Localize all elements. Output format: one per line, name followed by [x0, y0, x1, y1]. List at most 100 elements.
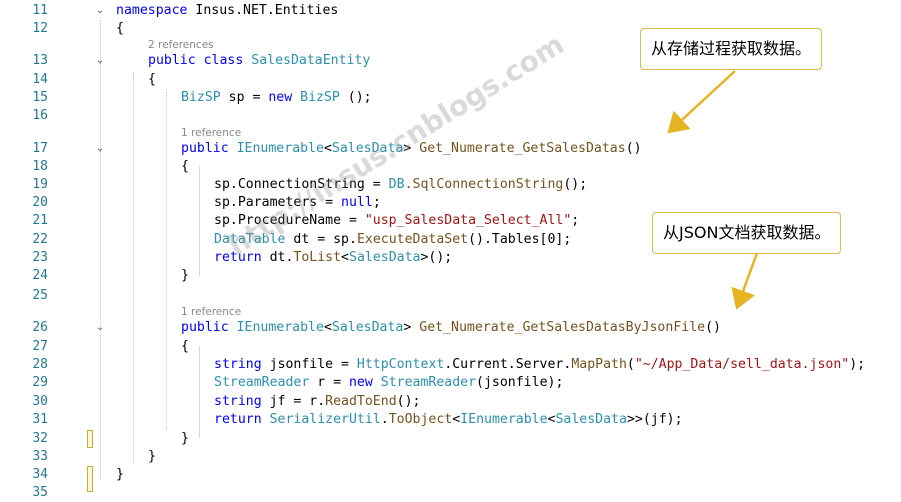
- code-token: SalesData: [349, 250, 421, 265]
- codelens-references[interactable]: 2 references: [148, 39, 214, 51]
- code-line[interactable]: {: [148, 71, 156, 89]
- code-token: );: [849, 357, 866, 372]
- code-token: null: [341, 195, 373, 210]
- code-token: ExecuteDataSet: [356, 232, 469, 247]
- code-token: <: [323, 141, 332, 156]
- line-number: 27: [32, 339, 48, 354]
- code-token: }: [148, 449, 156, 464]
- collapse-chevron-icon[interactable]: ⌄: [95, 5, 105, 16]
- code-token: ().Tables[0];: [468, 232, 572, 247]
- indent-guide: [199, 166, 200, 276]
- annotation-arrows: [667, 70, 759, 310]
- code-token: ReadToEnd: [325, 394, 397, 409]
- collapse-chevron-icon[interactable]: ⌄: [95, 322, 105, 333]
- code-token: public: [181, 141, 229, 156]
- code-token: return: [214, 412, 262, 427]
- code-token: ;: [372, 195, 381, 210]
- code-line[interactable]: BizSP sp = new BizSP ();: [181, 89, 372, 107]
- change-marker: [87, 430, 93, 448]
- code-token: <: [323, 320, 332, 335]
- code-token: >: [403, 141, 420, 156]
- code-token: StreamReader: [380, 375, 477, 390]
- code-token: jsonfile =: [261, 357, 357, 372]
- code-line[interactable]: return dt.ToList<SalesData>();: [214, 249, 452, 267]
- code-line[interactable]: {: [116, 20, 124, 38]
- code-token: Insus.NET.Entities: [187, 3, 339, 18]
- code-line[interactable]: namespace Insus.NET.Entities: [116, 2, 338, 20]
- code-token: }: [181, 268, 189, 283]
- line-number: 18: [32, 159, 48, 174]
- collapse-chevron-icon[interactable]: ⌄: [95, 143, 105, 154]
- code-token: ();: [563, 177, 588, 192]
- line-number: 19: [32, 177, 48, 192]
- code-token: HttpContext: [356, 357, 445, 372]
- codelens-references[interactable]: 1 reference: [181, 127, 242, 139]
- code-line[interactable]: sp.ProcedureName = "usp_SalesData_Select…: [214, 212, 579, 230]
- collapse-chevron-icon[interactable]: ⌄: [95, 55, 105, 66]
- line-number: 21: [32, 213, 48, 228]
- code-token: public: [148, 53, 196, 68]
- code-line[interactable]: public IEnumerable<SalesData> Get_Numera…: [181, 319, 721, 337]
- code-line[interactable]: }: [148, 448, 156, 466]
- line-number: 31: [32, 412, 48, 427]
- line-number: 34: [32, 467, 48, 482]
- code-line[interactable]: sp.Parameters = null;: [214, 194, 381, 212]
- code-token: <: [341, 250, 349, 265]
- code-line[interactable]: public class SalesDataEntity: [148, 52, 370, 70]
- code-token: SerializerUtil: [269, 412, 381, 427]
- code-token: SalesData: [555, 412, 627, 427]
- code-token: Get_Numerate_GetSalesDatasByJsonFile: [419, 320, 706, 335]
- callout-json-file: 从JSON文档获取数据。: [652, 212, 842, 254]
- code-line[interactable]: return SerializerUtil.ToObject<IEnumerab…: [214, 411, 683, 429]
- line-number: 26: [32, 320, 48, 335]
- code-token: IEnumerable: [236, 141, 324, 156]
- code-line[interactable]: {: [181, 158, 189, 176]
- code-line[interactable]: }: [181, 430, 189, 448]
- line-number: 33: [32, 449, 48, 464]
- code-token: {: [116, 21, 124, 36]
- code-token: ();: [339, 90, 372, 105]
- code-token: (): [625, 141, 642, 156]
- code-line[interactable]: sp.ConnectionString = DB.SqlConnectionSt…: [214, 176, 587, 194]
- code-token: }: [181, 431, 189, 446]
- code-token: SalesDataEntity: [251, 53, 371, 68]
- code-token: "usp_SalesData_Select_All": [364, 213, 572, 228]
- code-token: BizSP: [181, 90, 221, 105]
- code-token: .SqlConnectionString: [404, 177, 564, 192]
- code-token: >: [403, 320, 420, 335]
- line-number: 11: [32, 3, 48, 18]
- code-line[interactable]: string jf = r.ReadToEnd();: [214, 393, 420, 411]
- code-token: sp =: [220, 90, 269, 105]
- code-line[interactable]: DataTable dt = sp.ExecuteDataSet().Table…: [214, 231, 571, 249]
- code-token: Get_Numerate_GetSalesDatas: [419, 141, 626, 156]
- line-number: 32: [32, 431, 48, 446]
- line-number: 30: [32, 394, 48, 409]
- line-number: 12: [32, 21, 48, 36]
- codelens-references[interactable]: 1 reference: [181, 306, 242, 318]
- code-token: StreamReader: [214, 375, 310, 390]
- code-token: DataTable: [214, 232, 286, 247]
- code-token: MapPath: [571, 357, 627, 372]
- code-line[interactable]: }: [181, 267, 189, 285]
- code-token: ToList: [293, 250, 342, 265]
- code-line[interactable]: }: [116, 466, 124, 484]
- code-token: IEnumerable: [460, 412, 548, 427]
- code-token: >();: [420, 250, 453, 265]
- code-token: DB: [388, 177, 405, 192]
- line-number: 13: [32, 53, 48, 68]
- code-line[interactable]: string jsonfile = HttpContext.Current.Se…: [214, 356, 865, 374]
- code-token: public: [181, 320, 229, 335]
- code-token: string: [214, 357, 262, 372]
- code-token: BizSP: [300, 90, 340, 105]
- code-line[interactable]: StreamReader r = new StreamReader(jsonfi…: [214, 374, 563, 392]
- code-line[interactable]: {: [181, 338, 189, 356]
- code-token: (jsonfile);: [476, 375, 564, 390]
- code-token: sp.Parameters =: [214, 195, 342, 210]
- code-token: ToObject: [388, 412, 453, 427]
- code-token: r =: [309, 375, 349, 390]
- code-token: (): [705, 320, 721, 335]
- code-line[interactable]: public IEnumerable<SalesData> Get_Numera…: [181, 140, 642, 158]
- line-number: 29: [32, 375, 48, 390]
- code-token: ;: [571, 213, 580, 228]
